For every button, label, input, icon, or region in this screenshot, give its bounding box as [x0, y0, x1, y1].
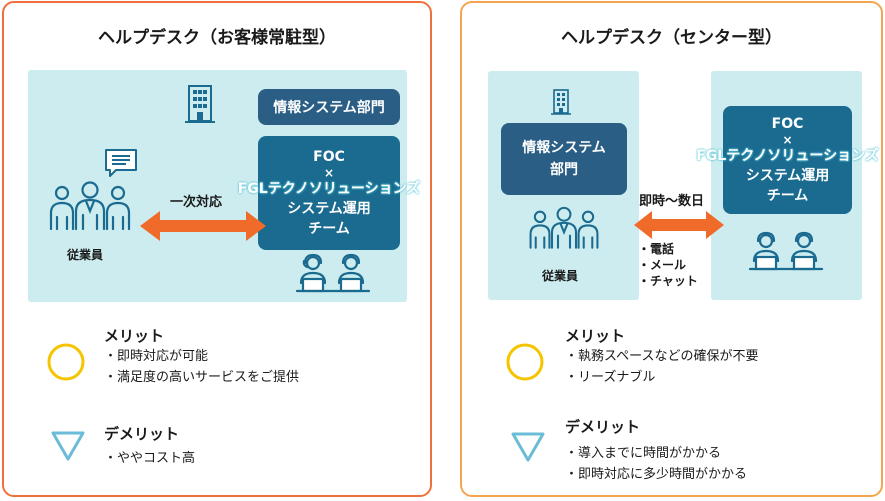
- merit-item: ・即時対応が可能: [104, 349, 209, 364]
- channel-item: ・メール: [638, 258, 687, 272]
- channel-item: ・電話: [638, 242, 675, 256]
- employees-label-onsite: 従業員: [67, 248, 104, 262]
- merit-heading-center: メリット: [565, 327, 626, 345]
- merit-item: ・執務スペースなどの確保が不要: [565, 349, 759, 364]
- merit-list-onsite: ・即時対応が可能 ・満足度の高いサービスをご提供: [104, 346, 299, 388]
- panel-onsite: ヘルプデスク（お客様常駐型） 情報システム部門 FOC × FGLテクノソリュー…: [2, 1, 432, 497]
- foc-line3: FGLテクノソリューションズ: [696, 148, 879, 164]
- foc-line5: チーム: [308, 221, 350, 237]
- foc-line2: ×: [323, 166, 335, 180]
- double-arrow-center: [634, 211, 724, 239]
- operators-laptop-icon: [295, 253, 371, 293]
- arrow-label-center: 即時〜数日: [639, 194, 705, 209]
- channel-item: ・チャット: [638, 274, 698, 288]
- building-icon: [185, 85, 215, 123]
- demerit-list-center: ・導入までに時間がかかる ・即時対応に多少時間がかかる: [565, 443, 747, 485]
- circle-icon: [506, 343, 544, 381]
- merit-heading-onsite: メリット: [104, 327, 165, 345]
- demerit-item: ・ややコスト高: [104, 451, 196, 466]
- foc-line4: システム運用: [745, 168, 830, 184]
- demerit-item: ・導入までに時間がかかる: [565, 446, 722, 461]
- merit-item: ・リーズナブル: [565, 370, 656, 385]
- triangle-icon: [511, 432, 545, 462]
- demerit-heading-center: デメリット: [565, 418, 641, 436]
- merit-item: ・満足度の高いサービスをご提供: [104, 370, 300, 385]
- panel-title-center: ヘルプデスク（センター型）: [561, 28, 782, 48]
- building-icon: [551, 89, 571, 115]
- employees-group-icon: [49, 181, 131, 231]
- contact-channels: ・電話 ・メール ・チャット: [638, 241, 698, 289]
- foc-line1: FOC: [771, 116, 804, 132]
- system-line2: 部門: [550, 162, 578, 178]
- demerit-item: ・即時対応に多少時間がかかる: [565, 467, 748, 482]
- operators-laptop-icon: [748, 231, 824, 271]
- panel-center: ヘルプデスク（センター型） 情報システム 部門 FOC × FGLテクノソリュー…: [460, 1, 883, 497]
- employees-label-center: 従業員: [542, 269, 579, 283]
- merit-list-center: ・執務スペースなどの確保が不要 ・リーズナブル: [565, 346, 758, 388]
- foc-line5: チーム: [766, 188, 809, 204]
- panel-title-onsite: ヘルプデスク（お客様常駐型）: [98, 28, 336, 48]
- demerit-list-onsite: ・ややコスト高: [104, 448, 195, 469]
- foc-line1: FOC: [313, 149, 345, 165]
- demerit-heading-onsite: デメリット: [104, 425, 180, 443]
- foc-line3: FGLテクノソリューションズ: [237, 181, 421, 197]
- employees-group-icon: [529, 206, 599, 249]
- system-dept-box-onsite: 情報システム部門: [258, 89, 400, 125]
- foc-team-box-onsite: FOC × FGLテクノソリューションズ システム運用 チーム: [238, 136, 420, 250]
- double-arrow-onsite: [140, 211, 266, 241]
- system-line1: 情報システム: [522, 140, 606, 156]
- triangle-icon: [51, 431, 85, 461]
- chat-bubble-icon: [105, 149, 137, 177]
- system-dept-box-center: 情報システム 部門: [501, 123, 627, 195]
- arrow-label-onsite: 一次対応: [170, 195, 223, 210]
- circle-icon: [47, 343, 85, 381]
- foc-line4: システム運用: [287, 201, 371, 217]
- foc-team-box-center: FOC × FGLテクノソリューションズ システム運用 チーム: [696, 106, 879, 214]
- foc-line2: ×: [782, 133, 793, 147]
